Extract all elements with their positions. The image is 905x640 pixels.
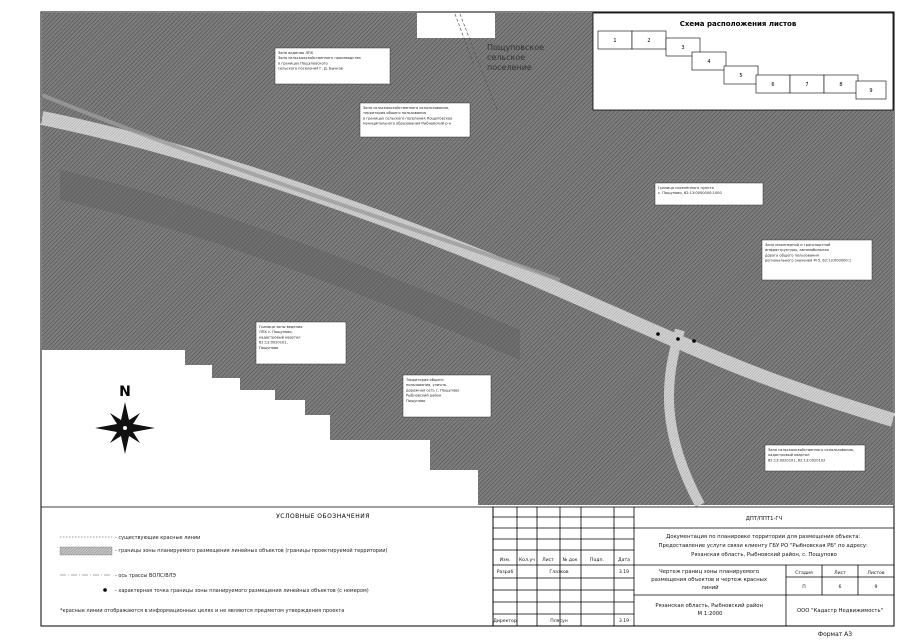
scheme-sheet-cell: 6: [755, 74, 791, 94]
header-list: Лист: [542, 557, 554, 563]
boundary-line: [459, 13, 498, 111]
title-block-text: ДПТ/ППТ1-ГЧ Документация по планировке т…: [493, 516, 885, 624]
location-scale: Рязанская область, Рыбновский район М 1:…: [655, 602, 764, 617]
legend-footnote: *красные линии отображаются в информацио…: [60, 608, 344, 614]
map-imagery: [42, 13, 893, 505]
satellite-map: Пощуповское сельское поселение Зона веде…: [40, 13, 896, 508]
director-date: 3.19: [619, 618, 629, 624]
director-role: Директор: [493, 618, 517, 624]
paper-format: Формат А3: [818, 631, 852, 638]
scheme-sheet-number: 9: [869, 88, 872, 94]
scheme-sheet-cell: 4: [691, 51, 727, 71]
sheet-header: Лист: [834, 570, 846, 576]
sheet-value: 6: [839, 584, 842, 590]
map-callout: Зона сельскохозяйственного использования…: [764, 444, 866, 472]
legend-point-symbol: [103, 588, 107, 592]
scheme-sheet-number: 2: [647, 38, 650, 44]
developer-name: Глазков: [549, 569, 569, 575]
callout-text: Зона сельскохозяйственного использования…: [363, 106, 453, 126]
scheme-sheet-number: 6: [771, 82, 774, 88]
sheet-scheme: Схема расположения листов 1 2 3 4 5 6 7 8 9: [592, 12, 894, 111]
stage-header: Стадия: [795, 570, 813, 576]
company-name: ООО "Кадастр Недвижимость": [797, 608, 883, 614]
legend-item-route-axis: - ось трассы ВОЛС/ВЛЭ: [115, 573, 176, 579]
legend-item-red-lines: - существующие красные линии: [115, 535, 200, 541]
sheets-total-header: Листов: [867, 570, 884, 576]
scheme-sheet-number: 8: [839, 82, 842, 88]
road-village: [663, 328, 705, 508]
scheme-title: Схема расположения листов: [680, 20, 797, 28]
scheme-sheet-number: 7: [805, 82, 808, 88]
callout-text: Зона сельскохозяйственного использования…: [768, 448, 854, 462]
doc-code: ДПТ/ППТ1-ГЧ: [746, 516, 783, 522]
project-description: Документация по планировке территории дл…: [659, 534, 870, 558]
road-highway: [40, 111, 896, 427]
route-points: [656, 332, 696, 343]
scheme-sheet-cell: 3: [665, 37, 701, 57]
boundary-line: [454, 13, 475, 66]
sheet-frame: [40, 11, 895, 627]
place-label: Пощуповское сельское поселение: [487, 43, 547, 72]
scheme-sheet-cell: 5: [723, 65, 759, 85]
scheme-sheet-cell: 9: [855, 80, 887, 100]
header-doc-no: № док: [563, 557, 578, 563]
scheme-sheet-number: 1: [613, 38, 616, 44]
sheet-name: Чертеж границ зоны планируемого размещен…: [651, 569, 768, 591]
field-shade: [60, 170, 520, 360]
scheme-sheet-cell: 2: [631, 30, 667, 50]
scheme-sheet-cell: 7: [789, 74, 825, 94]
header-izm: Изм.: [500, 557, 511, 563]
director-name: Плясун: [550, 618, 567, 624]
header-date: Дата: [618, 557, 630, 563]
developer-role: Разраб: [497, 569, 514, 575]
north-arrow: N: [95, 384, 155, 454]
scheme-sheet-cell: 8: [823, 74, 859, 94]
north-label: N: [119, 384, 131, 400]
legend-zone-symbol: [59, 546, 113, 556]
developer-date: 3.19: [619, 569, 629, 575]
legend-item-characteristic-point: - характерная точка границы зоны планиру…: [115, 587, 369, 594]
sheets-total-value: 9: [875, 584, 878, 590]
legend-title: УСЛОВНЫЕ ОБОЗНАЧЕНИЯ: [276, 513, 370, 520]
legend: УСЛОВНЫЕ ОБОЗНАЧЕНИЯ - существующие крас…: [41, 506, 494, 626]
road-secondary: [41, 93, 561, 282]
scheme-sheet-number: 5: [739, 73, 742, 79]
header-kol-uch: Кол.уч: [519, 557, 535, 563]
scheme-sheet-number: 4: [707, 59, 710, 65]
stage-value: П: [802, 584, 805, 590]
header-signature: Подп.: [590, 557, 604, 563]
title-block: [492, 506, 895, 627]
map-callout: Зона сельскохозяйственного использования…: [359, 102, 471, 138]
scheme-sheet-cell: 1: [597, 30, 633, 50]
scheme-sheet-number: 3: [681, 45, 684, 51]
legend-item-zone-boundary: - границы зоны планируемого размещения л…: [115, 547, 387, 554]
